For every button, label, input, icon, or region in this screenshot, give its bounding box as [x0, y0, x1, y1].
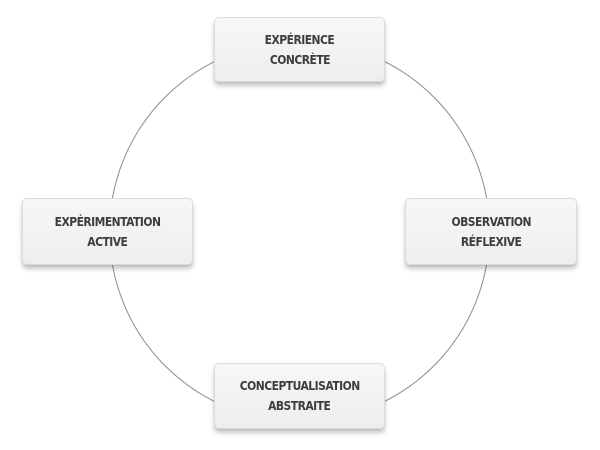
stage-label-line-2: CONCRÈTE	[269, 51, 330, 67]
stage-box-concrete-experience: EXPÉRIENCE CONCRÈTE	[214, 17, 385, 82]
stage-label-line-1: OBSERVATION	[451, 213, 531, 229]
stage-label-line-1: CONCEPTUALISATION	[239, 378, 360, 393]
stage-label-line-1: EXPÉRIMENTATION	[54, 213, 161, 229]
stage-box-reflective-observation: OBSERVATION RÉFLEXIVE	[405, 198, 577, 265]
stage-label-line-1: EXPÉRIENCE	[264, 31, 335, 47]
stage-label-line-2: ABSTRAITE	[268, 398, 331, 413]
stage-label-line-2: RÉFLEXIVE	[460, 233, 522, 249]
stage-box-abstract-conceptualisation: CONCEPTUALISATION ABSTRAITE	[214, 363, 385, 429]
stage-box-active-experimentation: EXPÉRIMENTATION ACTIVE	[22, 198, 193, 265]
stage-label-line-2: ACTIVE	[87, 233, 128, 249]
